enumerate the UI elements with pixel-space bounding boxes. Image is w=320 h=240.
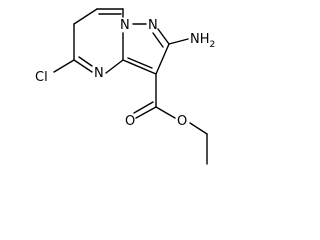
bond-carbonyl-o-double [133, 101, 154, 114]
atom-n-bridge: N [120, 18, 130, 33]
bond-n2-c2-double [152, 32, 164, 48]
bond-n4-c3a [105, 59, 124, 74]
bond-c3-c3a-double [127, 57, 153, 69]
atom-nh2-subscript: 2 [210, 40, 216, 50]
bonds [53, 8, 208, 165]
bond-c4cl-n4-double [78, 56, 93, 67]
bond-c2-c3 [155, 43, 170, 75]
atom-nh2: NH2 [190, 32, 215, 50]
bond-c2-nh2 [168, 38, 189, 45]
atom-labels: N N N Cl NH2 O O [35, 18, 215, 129]
atom-n-pyrimidine: N [94, 66, 104, 81]
atom-o-carbonyl: O [125, 114, 135, 129]
atom-n-pyrazole: N [148, 18, 158, 33]
bond-o-ch2 [189, 122, 208, 135]
bond-n2-c2 [157, 28, 170, 45]
bond-c-o-ester [155, 106, 176, 119]
bond-c4cl-n4 [73, 59, 93, 73]
bond-c4-cl [53, 59, 75, 73]
atom-nh: NH [190, 32, 210, 47]
bond-carbonyl-o [135, 106, 157, 119]
atom-o-ester: O [177, 114, 187, 129]
bond-c3-c3a [122, 59, 157, 75]
bond-c6-c5 [73, 8, 98, 25]
atom-cl: Cl [35, 70, 48, 85]
chemical-structure: N N N Cl NH2 O O [35, 8, 215, 165]
